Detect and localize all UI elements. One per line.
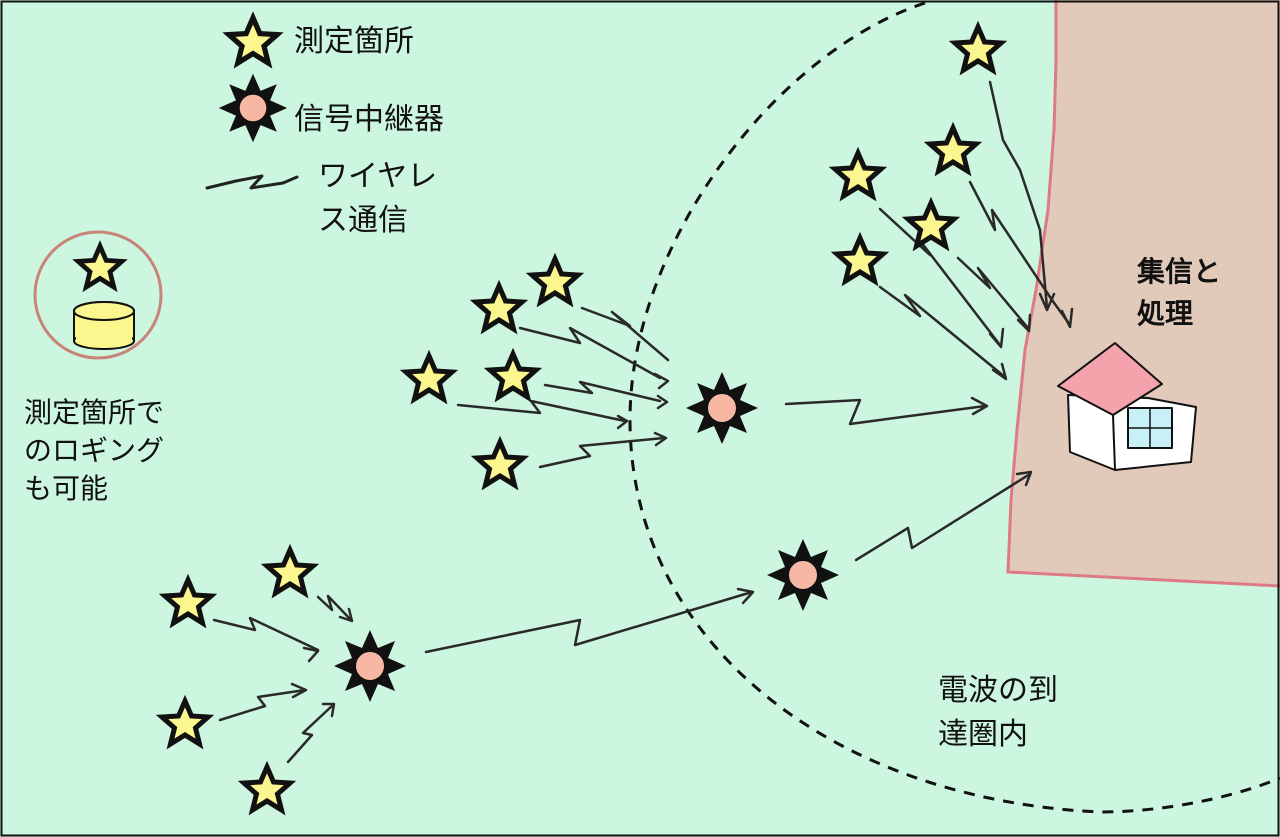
wireless-links — [212, 80, 1074, 764]
collection-label-line1: 集信と — [1136, 255, 1221, 288]
house-icon — [1057, 342, 1197, 471]
range-label-line2: 達圏内 — [938, 717, 1028, 752]
legend-wireless-label-line2: ス通信 — [318, 203, 408, 238]
logger-note-line3: も可能 — [24, 472, 108, 505]
collection-label-line2: 処理 — [1137, 297, 1193, 330]
logger-note-line1: 測定箇所で — [24, 396, 164, 429]
legend-wireless-label-line1: ワイヤレ — [318, 159, 437, 194]
zigzag-arrow-icon — [205, 174, 299, 190]
legend-measurement-label: 測定箇所 — [294, 24, 414, 59]
legend-repeater-label: 信号中継器 — [294, 102, 444, 137]
logger-note-line2: のロギング — [24, 434, 164, 467]
data-logger-icon — [33, 230, 163, 360]
range-label-line1: 電波の到 — [938, 673, 1058, 708]
